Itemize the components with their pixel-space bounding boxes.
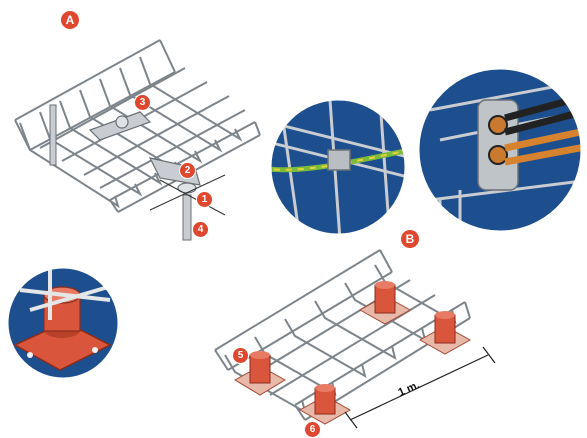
detail-circle-pedestal: [5, 265, 121, 381]
marker-5: 5: [233, 348, 248, 363]
marker-4: 4: [193, 222, 208, 237]
floor-pedestals: [234, 281, 472, 425]
support-bracket-a: [49, 104, 226, 241]
detail-circle-conduit: [416, 66, 584, 234]
marker-6: 6: [305, 422, 320, 437]
marker-b: B: [401, 230, 419, 248]
marker-3: 3: [135, 95, 150, 110]
marker-2: 2: [180, 163, 195, 178]
marker-1: 1: [197, 192, 212, 207]
dimension-line: [344, 346, 496, 429]
marker-a: A: [61, 11, 79, 29]
detail-circle-bonding: [268, 97, 408, 237]
